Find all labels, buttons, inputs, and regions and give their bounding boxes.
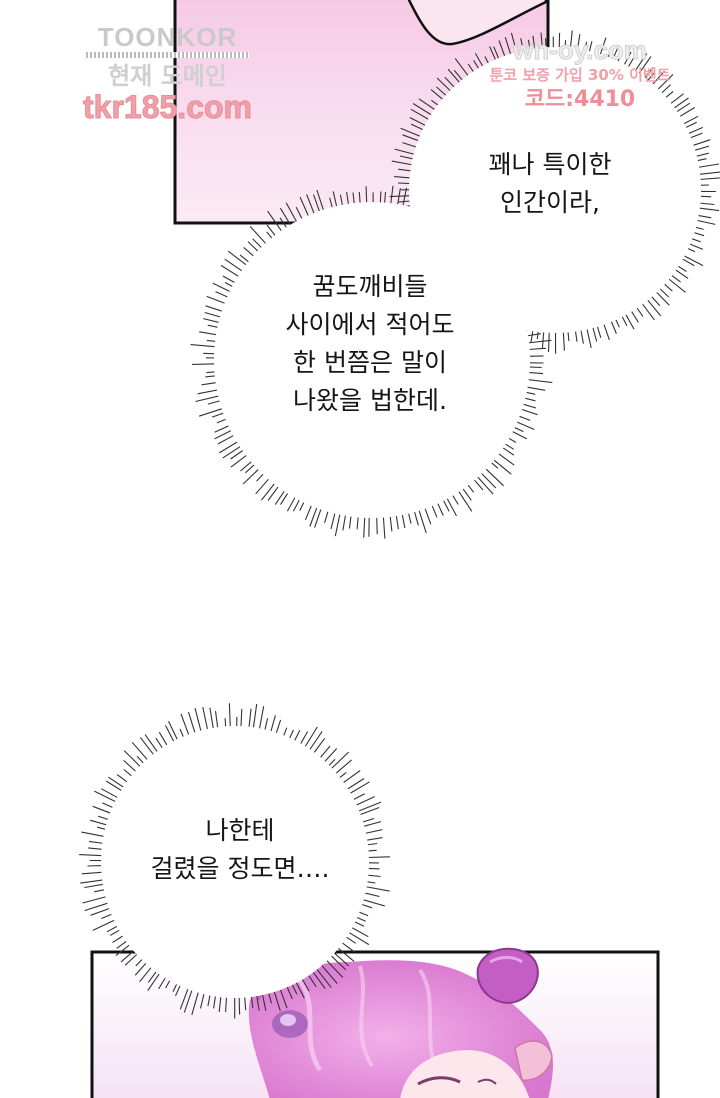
bubble-line: 나왔을 법한데. (293, 386, 447, 415)
watermark-site: wn-oy.com (513, 35, 648, 65)
watermark-brand: TOONKOR (97, 22, 238, 52)
character-ear (514, 1040, 553, 1081)
bubble-line: 꿈도깨비들 (312, 272, 428, 301)
speech-bubble-3-body (101, 726, 369, 998)
watermark-left: TOONKOR 현재 도메인 tkr185.com (80, 22, 255, 125)
watermark-domain: tkr185.com (83, 89, 253, 125)
watermark-right: wn-oy.com 툰코 보증 가입 30% 이벤트 코드:4410 (460, 36, 700, 114)
character-ornament (272, 1010, 308, 1038)
character-horn (476, 947, 539, 1004)
bubble-line: 걸렸을 정도면…. (150, 854, 330, 883)
watermark-domain-label: 현재 도메인 (108, 62, 227, 90)
speech-bubble-2-body (214, 202, 530, 518)
speech-bubble-1-text: 꽤나 특이한 인간이라, (430, 146, 670, 222)
watermark-barcode (86, 52, 249, 58)
bubble-line: 한 번쯤은 말이 (293, 348, 447, 377)
character-face (400, 1050, 530, 1098)
speech-bubble-2-text: 꿈도깨비들 사이에서 적어도 한 번쯤은 말이 나왔을 법한데. (250, 268, 490, 420)
bubble-line: 인간이라, (500, 188, 600, 217)
bubble-line: 사이에서 적어도 (285, 310, 455, 339)
bubble-line: 나한테 (205, 816, 275, 845)
watermark-event: 툰코 보증 가입 30% 이벤트 (489, 66, 671, 84)
bubble-line: 꽤나 특이한 (488, 150, 612, 179)
speech-bubble-3-spikes (79, 703, 391, 1019)
speech-bubble-3-text: 나한테 걸렸을 정도면…. (110, 812, 370, 888)
character-chin-shape (407, 0, 548, 46)
watermark-code: 코드:4410 (524, 87, 636, 112)
speech-bubble-shapes (79, 30, 720, 1019)
